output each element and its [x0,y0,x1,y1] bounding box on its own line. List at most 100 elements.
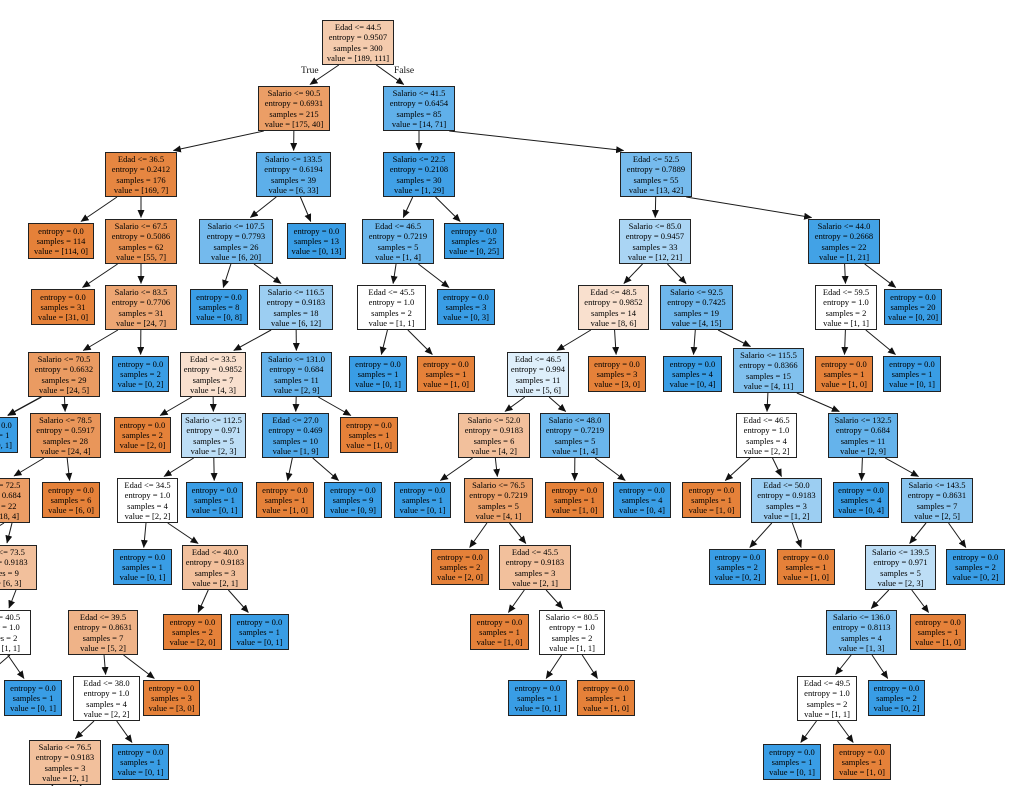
node-text-line: samples = 1 [425,368,467,379]
node-text-line: Edad <= 45.5 [368,286,415,297]
node-text-line: samples = 2 [0,632,18,643]
node-text-line: entropy = 0.8366 [739,360,798,371]
tree-edge [82,263,118,288]
node-text-line: value = [0, 1] [355,379,401,390]
node-text-line: entropy = 0.0 [262,484,308,495]
node-text-line: samples = 8 [198,301,240,312]
node-text-line: value = [0, 20] [887,312,939,323]
tree-edge [835,654,852,675]
node-text-line: entropy = 0.0 [0,419,12,430]
node-text-line: value = [5, 6] [515,384,561,395]
node-text-line: entropy = 0.0 [48,484,94,495]
node-text-line: entropy = 0.0 [669,358,716,369]
node-text-line: entropy = 0.9183 [464,425,524,436]
node-text-line: value = [2, 2] [83,708,130,719]
node-text-line: value = [114, 0] [33,246,89,257]
node-text-line: value = [2, 2] [124,510,171,521]
tree-edge [841,263,849,284]
node-text-line: samples = 10 [273,435,318,446]
tree-edge [724,457,751,481]
tree-edge [772,457,782,477]
node-text-line: Salario <= 76.5 [38,741,92,752]
node-text-line: samples = 26 [213,241,259,252]
node-text-line: entropy = 1.0 [0,622,20,633]
node-text-line: Edad <= 36.5 [117,153,165,164]
node-text-line: entropy = 0.2108 [389,164,449,175]
node-text-line: Salario <= 41.5 [392,87,446,98]
node-text-line: entropy = 0.7793 [206,231,266,242]
node-text-line: entropy = 0.0 [514,682,561,693]
node-text-line: entropy = 0.2668 [814,231,874,242]
node-text-line: value = [0, 25] [448,246,500,257]
node-text-line: samples = 4 [840,494,882,505]
node-text-line: samples = 2 [551,632,593,643]
node-text-line: value = [0, 1] [769,767,815,778]
tree-edge [837,720,854,743]
node-text-line: entropy = 0.0 [423,358,469,369]
tree-edge [233,329,272,351]
node-text-line: entropy = 0.7219 [469,490,528,501]
tree-edge [7,396,42,416]
node-text-line: samples = 14 [591,307,636,318]
node-text-line: Salario <= 52.0 [467,414,521,425]
node-text-line: value = [6, 0] [48,505,94,516]
node-text-line: Edad <= 49.5 [803,677,851,688]
node-text-line: samples = 28 [43,435,88,446]
node-text-line: Salario <= 139.5 [871,546,930,557]
node-text-line: Edad <= 39.5 [79,611,127,622]
node-text-line: entropy = 0.0 [769,746,815,757]
node-text-line: value = [4, 2] [471,445,517,456]
node-text-line: Salario <= 80.5 [545,611,599,622]
node-text-line: entropy = 0.0 [839,746,885,757]
node-text-line: value = [0, 1] [236,637,283,648]
node-text-line: value = [0, 4] [838,505,884,516]
node-text-line: samples = 1 [357,368,399,379]
node-text-line: value = [13, 42] [628,184,684,195]
node-text-line: Salario <= 116.5 [267,286,325,297]
node-text-line: Edad <= 34.5 [124,479,171,490]
node-text-line: value = [1, 29] [393,184,445,195]
node-text-line: Edad <= 38.0 [83,677,130,688]
node-text-line: samples = 11 [840,435,886,446]
node-text-line: value = [2, 0] [437,572,483,583]
node-text-line: Salario <= 107.5 [207,220,265,231]
node-text-line: entropy = 0.0 [236,616,283,627]
node-text-line: entropy = 0.0 [594,358,640,369]
tree-edge [594,457,626,481]
node-text-line: entropy = 0.0 [196,291,242,302]
node-text-line: samples = 7 [192,374,234,385]
node-text-line: samples = 39 [271,174,316,185]
node-text-line: value = [0, 1] [191,505,238,516]
node-text-line: entropy = 0.0 [119,551,166,562]
node-text-line: samples = 2 [371,307,412,318]
node-text-line: samples = 29 [41,374,87,385]
node-text-line: entropy = 1.0 [124,490,171,501]
node-text-line: entropy = 0.6632 [34,364,94,375]
tree-edge [763,392,771,412]
tree-edge [312,457,340,481]
tree-edge [390,263,398,284]
tree-edge [309,64,340,85]
node-text-line: Edad <= 33.5 [189,353,237,364]
node-text-line: samples = 3 [44,762,86,773]
